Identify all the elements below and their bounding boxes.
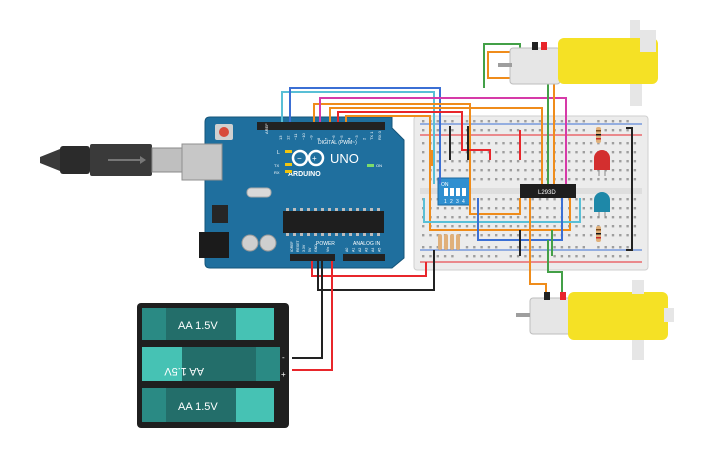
- l-label: L: [277, 150, 280, 156]
- v33-label: 3.3V: [302, 244, 306, 252]
- digital-pin-label: 8: [316, 137, 321, 140]
- battery-pack[interactable]: AA 1.5V AA 1.5V AA 1.5V - +: [137, 303, 289, 428]
- resistor-2[interactable]: [596, 226, 601, 242]
- wires[interactable]: [281, 43, 633, 371]
- digital-pin-label: RX 0: [377, 130, 382, 140]
- dip-num-4: 4: [462, 199, 465, 205]
- analog-pin-label: A5: [378, 248, 382, 252]
- reset-label: RESET: [296, 239, 300, 252]
- dc-motor-top[interactable]: [498, 20, 658, 106]
- wire-red-5v: [311, 261, 427, 277]
- dip-num-2: 2: [450, 199, 453, 205]
- power-label: POWER: [316, 241, 335, 247]
- analog-pin-label: A4: [371, 248, 375, 252]
- on-label: ON: [376, 163, 382, 168]
- digital-pin-label: ~9: [308, 135, 313, 140]
- dc-motor-bottom[interactable]: [516, 280, 674, 360]
- resistor-1[interactable]: [596, 127, 601, 143]
- dip-num-3: 3: [456, 199, 459, 205]
- digital-pin-label: ~11: [293, 133, 298, 140]
- wire-orange-top: [487, 51, 555, 184]
- battery-cell-2-label: AA 1.5V: [164, 365, 204, 377]
- digital-pin-label: 7: [324, 137, 329, 140]
- digital-pin-label: 4: [346, 137, 351, 140]
- dip-switch-on-label: ON: [441, 182, 449, 188]
- ioref-label: IOREF: [290, 241, 294, 252]
- svg-text:−: −: [297, 154, 302, 163]
- digital-pin-label: ~5: [339, 135, 344, 140]
- l293d-chip[interactable]: L293D: [520, 184, 576, 198]
- digital-label: DIGITAL (PWM~): [318, 140, 357, 146]
- digital-pin-label: 13: [278, 135, 283, 140]
- wire-red-battery: [292, 261, 333, 371]
- battery-minus-label: -: [282, 353, 285, 362]
- usb-cable[interactable]: [40, 144, 183, 176]
- dip-switch[interactable]: ON 1 2 3 4: [437, 177, 471, 206]
- battery-cell-3-label: AA 1.5V: [178, 401, 218, 413]
- battery-cell-1: AA 1.5V: [142, 308, 274, 340]
- wire-black-battery: [292, 261, 323, 359]
- analog-pin-label: A3: [365, 248, 369, 252]
- gnd-label: GND: [314, 244, 318, 252]
- wire-magenta-1: [319, 97, 567, 184]
- wire-green-bottom: [547, 240, 563, 300]
- digital-pin-label: 2: [362, 137, 367, 140]
- wire-cyan-1: [281, 91, 435, 184]
- digital-pin-label: ~10: [301, 132, 306, 140]
- digital-pin-label: TX 1: [369, 131, 374, 140]
- v5-label: 5V: [308, 247, 312, 252]
- wire-orange-2: [329, 107, 543, 184]
- aref-label: AREF: [264, 123, 269, 134]
- digital-pin-label: ~3: [354, 135, 359, 140]
- tx-label: TX: [274, 163, 279, 168]
- resistor-pack[interactable]: [438, 234, 460, 250]
- blue-led[interactable]: [594, 192, 610, 218]
- analog-pin-label: A0: [345, 248, 349, 252]
- analog-label: ANALOG IN: [353, 241, 381, 247]
- wire-blue-1: [289, 87, 441, 184]
- svg-text:+: +: [312, 154, 317, 163]
- arduino-brand-text: ARDUINO: [288, 171, 321, 178]
- vin-label: Vin: [326, 247, 330, 252]
- red-led[interactable]: [594, 150, 610, 176]
- wire-red-1: [337, 111, 491, 160]
- wire-black-gnd: [317, 250, 435, 291]
- dip-num-1: 1: [444, 199, 447, 205]
- battery-cell-1-label: AA 1.5V: [178, 320, 218, 332]
- arduino-model-text: UNO: [330, 151, 359, 166]
- analog-pin-label: A1: [352, 248, 356, 252]
- wire-cyan-2: [423, 198, 581, 223]
- analog-pin-label: A2: [358, 248, 362, 252]
- battery-cell-3: AA 1.5V: [142, 388, 274, 422]
- digital-pin-label: 12: [286, 135, 291, 140]
- wire-black-rail: [626, 127, 633, 251]
- l293d-label: L293D: [538, 190, 556, 196]
- wire-orange-3: [345, 115, 571, 231]
- rx-label: RX: [274, 170, 280, 175]
- battery-cell-2: AA 1.5V: [142, 347, 280, 381]
- arduino-logo: − +: [291, 149, 325, 167]
- digital-pin-label: ~6: [331, 135, 336, 140]
- wire-orange-1: [313, 103, 521, 215]
- battery-plus-label: +: [281, 370, 286, 379]
